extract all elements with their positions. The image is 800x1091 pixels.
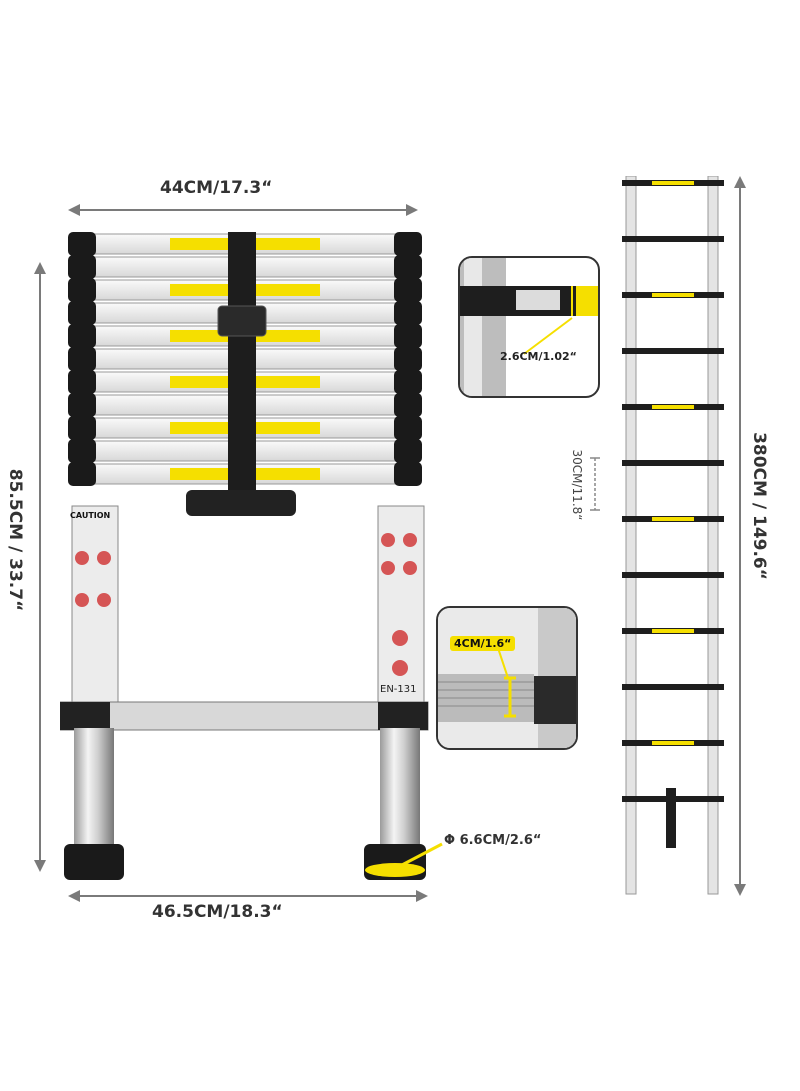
rung-end-cap [68, 301, 96, 325]
extended-height-label: 380CM / 149.6“ [749, 432, 769, 580]
rung-end-cap [68, 462, 96, 486]
rung-end-cap [68, 393, 96, 417]
extended-rung [622, 572, 724, 578]
rung-end-cap [394, 347, 422, 371]
rung-end-cap [394, 301, 422, 325]
rung-width-inset: 4CM/1.6“ [436, 606, 578, 750]
rung-depth-inset: 2.6CM/1.02“ [458, 256, 600, 398]
top-width-arrow [68, 204, 418, 216]
rung-end-cap [394, 232, 422, 256]
rung-end-cap [68, 232, 96, 256]
rung-sticker [652, 293, 694, 297]
rung-end-cap [394, 255, 422, 279]
rung-sticker [652, 629, 694, 633]
closed-height-label: 85.5CM / 33.7“ [5, 468, 25, 612]
rung-sticker [652, 741, 694, 745]
rung-spacing-marker [590, 457, 600, 511]
caution-label: CAUTION [70, 511, 111, 520]
top-width-label: 44CM/17.3“ [160, 178, 273, 198]
left-rail [625, 176, 637, 895]
extended-height-arrow [734, 176, 746, 896]
rung-end-cap [394, 278, 422, 302]
rung-sticker [652, 181, 694, 185]
rung-end-cap [68, 324, 96, 348]
extended-rung [622, 348, 724, 354]
right-rail [707, 176, 719, 895]
rung-depth-label: 2.6CM/1.02“ [500, 350, 577, 363]
rung-end-cap [394, 324, 422, 348]
extended-strap [666, 788, 676, 848]
rung-width-label: 4CM/1.6“ [450, 636, 516, 651]
rung-end-cap [68, 416, 96, 440]
extended-rung [622, 460, 724, 466]
foot-diameter-label: Φ 6.6CM/2.6“ [444, 833, 542, 848]
rung-end-cap [394, 416, 422, 440]
rung-end-cap [68, 255, 96, 279]
rung-end-cap [68, 370, 96, 394]
rung-end-cap [68, 278, 96, 302]
bottom-width-label: 46.5CM/18.3“ [152, 902, 283, 922]
rung-sticker [652, 517, 694, 521]
standard-label: EN-131 [380, 684, 417, 695]
bottom-width-arrow [68, 890, 428, 902]
rung-end-cap [394, 462, 422, 486]
rung-spacing-label: 30CM/11.8“ [570, 449, 584, 521]
extended-rung [622, 684, 724, 690]
rung-end-cap [394, 370, 422, 394]
rung-sticker [652, 405, 694, 409]
extended-ladder [622, 176, 724, 895]
rung-end-cap [394, 439, 422, 463]
closed-ladder [60, 232, 429, 880]
foot-callout-line [399, 842, 443, 868]
rung-end-cap [394, 393, 422, 417]
rung-end-cap [68, 347, 96, 371]
extended-rung [622, 236, 724, 242]
rung-end-cap [68, 439, 96, 463]
closed-height-arrow [34, 262, 46, 872]
